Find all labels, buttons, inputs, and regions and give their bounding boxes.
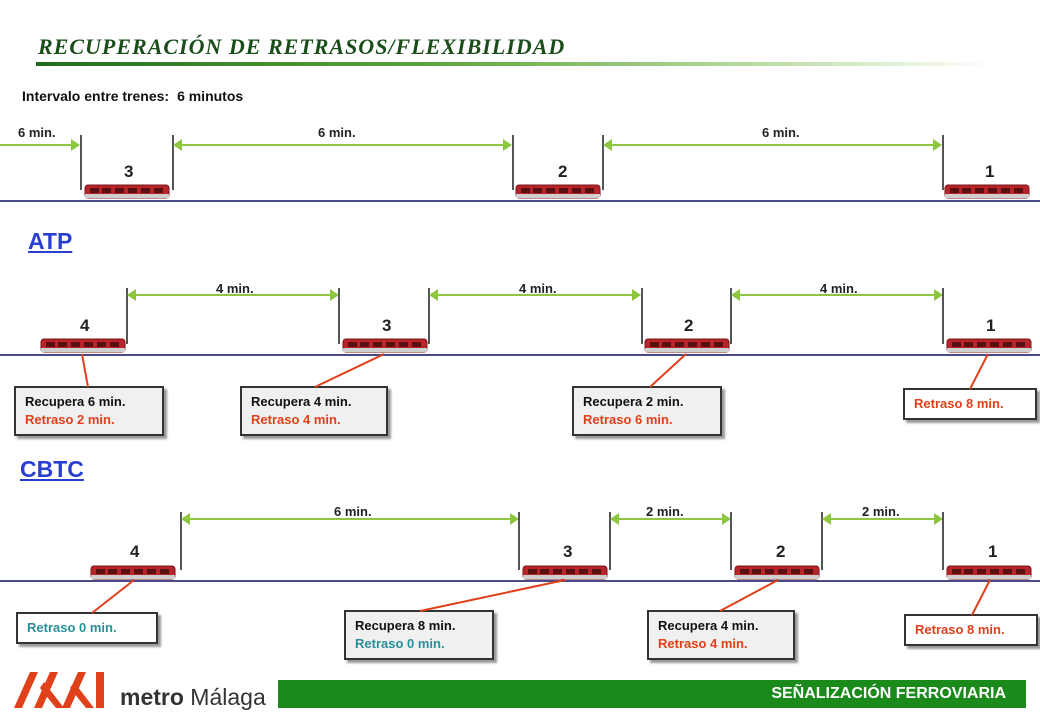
marker-cbtc-1 [180, 512, 182, 570]
marker-top-5 [942, 135, 944, 190]
box-line: Retraso 8 min. [915, 622, 1005, 637]
train-number-top-3: 3 [124, 162, 134, 181]
leader-line [649, 353, 687, 388]
marker-atp-4 [641, 288, 643, 344]
marker-cbtc-6 [942, 512, 944, 570]
gap-label-cbtc-3: 2 min. [862, 504, 900, 519]
gap-arrow-cbtc-2 [610, 513, 731, 525]
train-number-atp-4: 4 [80, 316, 90, 335]
footer-band-text: SEÑALIZACIÓN FERROVIARIA [771, 685, 1006, 702]
train-number-cbtc-1: 1 [988, 542, 998, 561]
gap-label-atp-1: 4 min. [216, 281, 254, 296]
marker-cbtc-5 [821, 512, 823, 570]
box-line: Recupera 4 min. [251, 394, 352, 409]
leader-line [81, 353, 89, 388]
marker-cbtc-2 [518, 512, 520, 570]
gap-arrow-top-3 [603, 139, 942, 151]
title-underline [36, 62, 996, 66]
marker-top-4 [602, 135, 604, 190]
cbtc-status-box-4: Retraso 0 min. [16, 612, 158, 644]
box-line: Retraso 0 min. [355, 636, 445, 651]
train-number-cbtc-3: 3 [563, 542, 573, 561]
gap-label-top-3: 6 min. [762, 125, 800, 140]
box-line: Recupera 4 min. [658, 618, 759, 633]
gap-arrow-atp-3 [731, 289, 943, 301]
train-number-top-2: 2 [558, 162, 568, 181]
gap-label-atp-2: 4 min. [519, 281, 557, 296]
atp-status-box-4: Recupera 6 min. Retraso 2 min. [14, 386, 164, 436]
marker-top-3 [512, 135, 514, 190]
gap-label-top-1: 6 min. [18, 125, 56, 140]
box-line: Recupera 6 min. [25, 394, 126, 409]
marker-atp-2 [338, 288, 340, 344]
marker-atp-6 [942, 288, 944, 344]
leader-line [971, 579, 991, 616]
cbtc-status-box-3: Recupera 8 min. Retraso 0 min. [344, 610, 494, 660]
atp-status-box-1: Retraso 8 min. [903, 388, 1037, 420]
interval-label: Intervalo entre trenes: [22, 88, 170, 104]
box-line: Recupera 2 min. [583, 394, 684, 409]
leader-line [314, 353, 385, 388]
interval-text: Intervalo entre trenes: 6 minutos [22, 88, 251, 104]
cbtc-status-box-1: Retraso 8 min. [904, 614, 1038, 646]
box-line: Retraso 8 min. [914, 396, 1004, 411]
train-number-cbtc-2: 2 [776, 542, 786, 561]
gap-arrow-top-1 [0, 139, 80, 151]
train-number-atp-2: 2 [684, 316, 694, 335]
brand-bold: metro [120, 684, 184, 710]
gap-arrow-atp-1 [127, 289, 339, 301]
track-top [0, 200, 1040, 202]
gap-arrow-atp-2 [429, 289, 641, 301]
brand-light: Málaga [190, 684, 266, 710]
box-line: Retraso 4 min. [658, 636, 748, 651]
atp-heading: ATP [28, 228, 73, 254]
cbtc-heading: CBTC [20, 456, 84, 482]
track-cbtc [0, 580, 1040, 582]
leader-line [969, 353, 989, 390]
leader-line [91, 579, 135, 614]
box-line: Retraso 0 min. [27, 620, 117, 635]
train-number-top-1: 1 [985, 162, 995, 181]
footer-band: SEÑALIZACIÓN FERROVIARIA [278, 680, 1026, 708]
gap-label-cbtc-1: 6 min. [334, 504, 372, 519]
marker-cbtc-3 [609, 512, 611, 570]
gap-arrow-top-2 [173, 139, 512, 151]
box-line: Recupera 8 min. [355, 618, 456, 633]
marker-atp-3 [428, 288, 430, 344]
marker-atp-1 [126, 288, 128, 344]
leader-line [419, 579, 566, 612]
brand-name: metro Málaga [120, 684, 266, 711]
track-atp [0, 354, 1040, 356]
interval-value: 6 minutos [177, 88, 244, 104]
gap-arrow-cbtc-1 [181, 513, 519, 525]
train-number-cbtc-4: 4 [130, 542, 140, 561]
gap-label-cbtc-2: 2 min. [646, 504, 684, 519]
cbtc-status-box-2: Recupera 4 min. Retraso 4 min. [647, 610, 795, 660]
metro-malaga-logo-icon [14, 672, 104, 708]
gap-label-top-2: 6 min. [318, 125, 356, 140]
gap-arrow-cbtc-3 [822, 513, 943, 525]
box-line: Retraso 2 min. [25, 412, 115, 427]
gap-label-atp-3: 4 min. [820, 281, 858, 296]
box-line: Retraso 6 min. [583, 412, 673, 427]
marker-cbtc-4 [730, 512, 732, 570]
train-number-atp-3: 3 [382, 316, 392, 335]
page-title: RECUPERACIÓN DE RETRASOS/FLEXIBILIDAD [38, 34, 566, 59]
box-line: Retraso 4 min. [251, 412, 341, 427]
marker-top-2 [172, 135, 174, 190]
leader-line [719, 579, 779, 612]
marker-atp-5 [730, 288, 732, 344]
atp-status-box-2: Recupera 2 min. Retraso 6 min. [572, 386, 722, 436]
train-number-atp-1: 1 [986, 316, 996, 335]
marker-top-1 [80, 135, 82, 190]
atp-status-box-3: Recupera 4 min. Retraso 4 min. [240, 386, 388, 436]
